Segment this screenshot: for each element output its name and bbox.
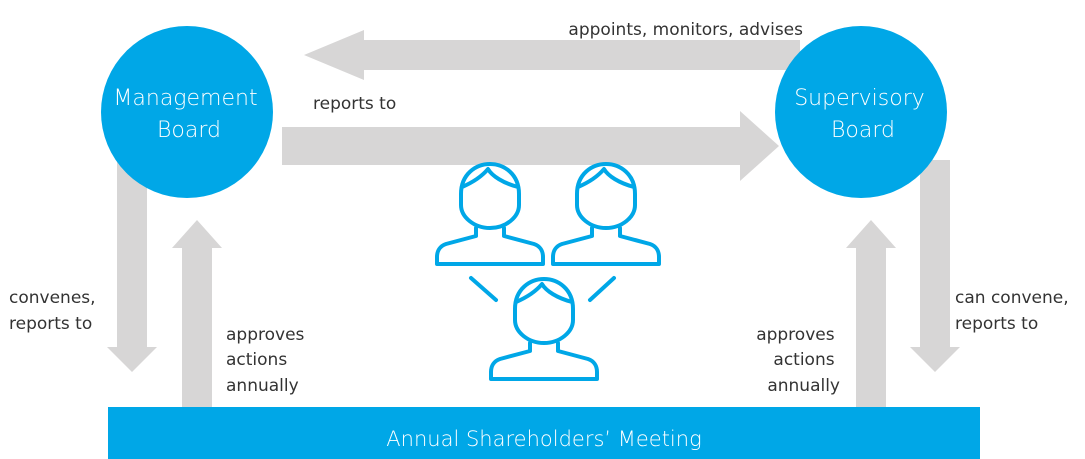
label-reports-to: reports to <box>313 94 396 114</box>
supervisory-board-node <box>775 26 947 198</box>
shareholders-meeting-label: Annual Shareholders’ Meeting <box>386 427 701 451</box>
label-approves-left: approves actions annually <box>226 325 310 396</box>
connector-line-right <box>588 276 616 302</box>
connector-line-left <box>469 276 498 302</box>
label-convenes: convenes, reports to <box>9 288 101 334</box>
arrow-approves-right <box>846 220 896 409</box>
management-board-label: Management Board <box>113 86 264 143</box>
label-can-convene: can convene, reports to <box>955 288 1074 334</box>
arrow-reports-to <box>282 111 779 181</box>
label-appoints-monitors-advises: appoints, monitors, advises <box>568 20 803 40</box>
arrow-approves-left <box>172 220 222 409</box>
person-icon <box>435 162 545 266</box>
arrow-convenes-reports-to <box>107 160 157 372</box>
management-board-node <box>101 26 273 198</box>
arrow-appoints-monitors-advises <box>304 30 800 80</box>
person-icon <box>551 162 661 266</box>
arrow-can-convene-reports-to <box>910 160 960 372</box>
shareholders-meeting-bar <box>108 407 980 459</box>
label-approves-right: approves actions annually <box>756 325 840 396</box>
supervisory-board-label: Supervisory Board <box>794 86 932 143</box>
person-icon <box>489 277 599 381</box>
